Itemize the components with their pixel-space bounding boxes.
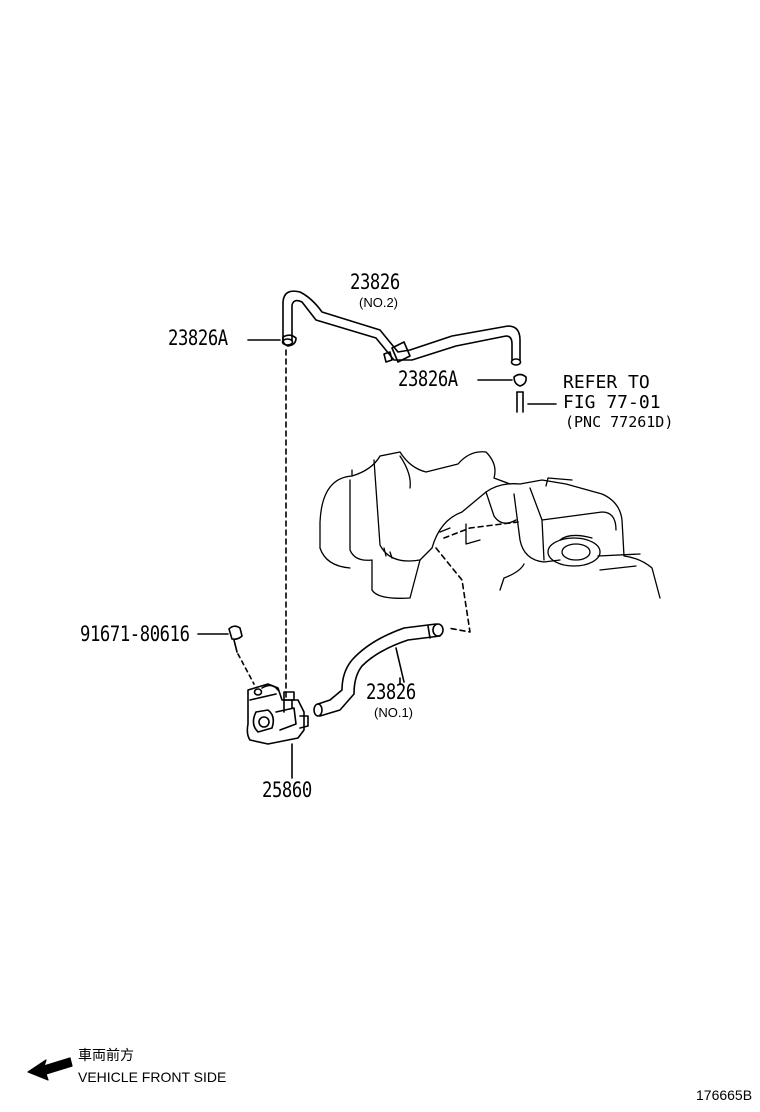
- figure-id: 176665B: [696, 1087, 753, 1103]
- valve-part-number: 25860: [262, 778, 312, 802]
- front-direction-arrow-icon: [27, 1057, 73, 1081]
- refer-part-drawing: [516, 391, 557, 413]
- hose-no1: [313, 623, 444, 717]
- refer-to-line1: REFER TO: [563, 372, 650, 393]
- front-side-english: VEHICLE FRONT SIDE: [78, 1069, 227, 1085]
- engine-canister-outline: [319, 451, 661, 599]
- bolt-drawing: [197, 625, 255, 685]
- hose-no2-sub-label: (NO.2): [359, 295, 398, 310]
- hose-no1-end-top: [432, 623, 444, 637]
- hose-no2-clamp: [391, 341, 411, 363]
- dashed-leaders-canister: [435, 521, 519, 633]
- hose-no1-part-number: 23826: [366, 680, 416, 704]
- clamp-left-part-number: 23826A: [168, 326, 228, 350]
- hose-no2: [281, 290, 522, 366]
- clamp-right-drawing: [477, 373, 527, 387]
- hose-no1-end-bottom: [313, 703, 323, 717]
- front-side-japanese: 車両前方: [78, 1047, 134, 1063]
- clamp-left-drawing: [247, 334, 297, 347]
- refer-to-line2: FIG 77-01: [563, 392, 661, 413]
- hose-no2-end-right: [510, 358, 522, 366]
- hose-no2-part-number: 23826: [350, 270, 400, 294]
- vsv-valve-drawing: [246, 683, 309, 779]
- refer-to-line3: (PNC 77261D): [565, 413, 674, 431]
- hose-no1-sub-label: (NO.1): [374, 705, 413, 720]
- clamp-right-part-number: 23826A: [398, 367, 458, 391]
- bolt-part-number: 91671-80616: [80, 622, 190, 646]
